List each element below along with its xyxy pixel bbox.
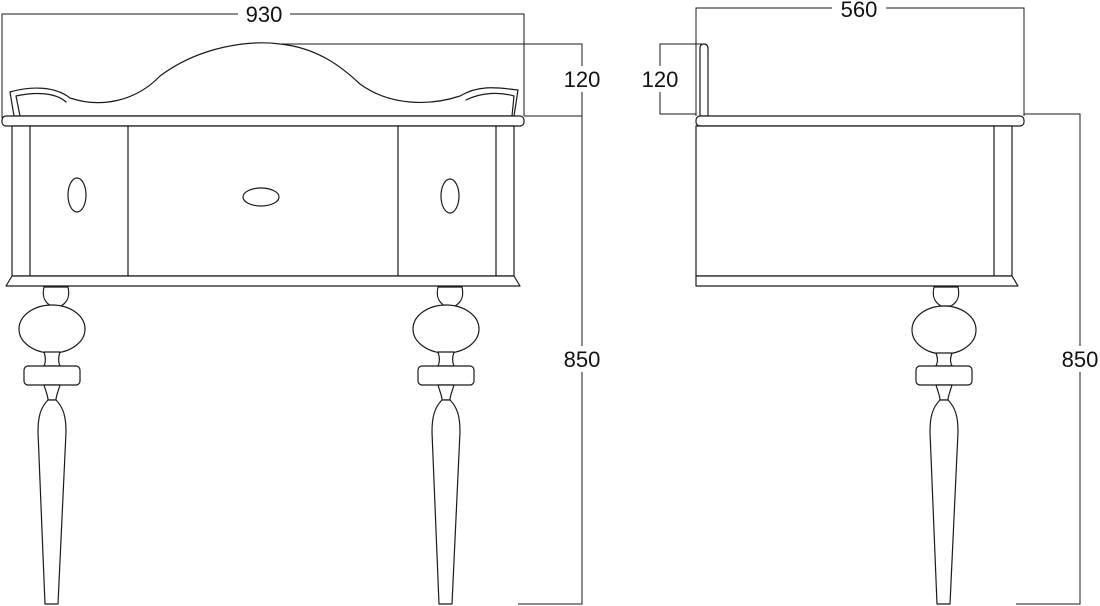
front-total-height-label-mask — [560, 346, 606, 372]
side-backsplash-height-label-mask — [638, 66, 682, 92]
side-countertop — [695, 115, 1025, 127]
side-total-height-label: 850 — [1062, 347, 1099, 372]
side-total-height-label-mask — [1058, 346, 1100, 372]
front-backsplash-height-label-mask — [560, 66, 606, 92]
front-backsplash-height-label: 120 — [564, 67, 601, 92]
side-backsplash-height-label: 120 — [642, 67, 679, 92]
side-depth-label: 560 — [841, 0, 878, 22]
front-total-height-label: 850 — [564, 347, 601, 372]
side-view: 560 120 850 — [638, 0, 1100, 605]
front-drawer-handle — [242, 187, 280, 207]
front-right-leg — [412, 286, 480, 605]
front-left-leg — [18, 286, 86, 605]
front-countertop — [1, 115, 525, 127]
front-backsplash-inner-edge — [15, 92, 515, 117]
front-width-label-mask — [238, 2, 290, 26]
side-backsplash-profile — [699, 43, 709, 117]
front-right-door-handle — [440, 178, 460, 214]
front-width-label: 930 — [246, 2, 283, 27]
front-left-door-handle — [67, 177, 87, 213]
side-depth-dimension-line — [695, 7, 1025, 116]
front-backsplash-height-dimension — [280, 43, 583, 605]
front-plinth — [5, 275, 521, 287]
front-backsplash — [9, 42, 519, 117]
front-view: 930 — [1, 2, 606, 605]
side-plinth — [695, 275, 1019, 287]
side-cabinet-body — [695, 125, 1013, 277]
side-leg — [911, 286, 977, 605]
side-depth-label-mask — [832, 0, 886, 20]
